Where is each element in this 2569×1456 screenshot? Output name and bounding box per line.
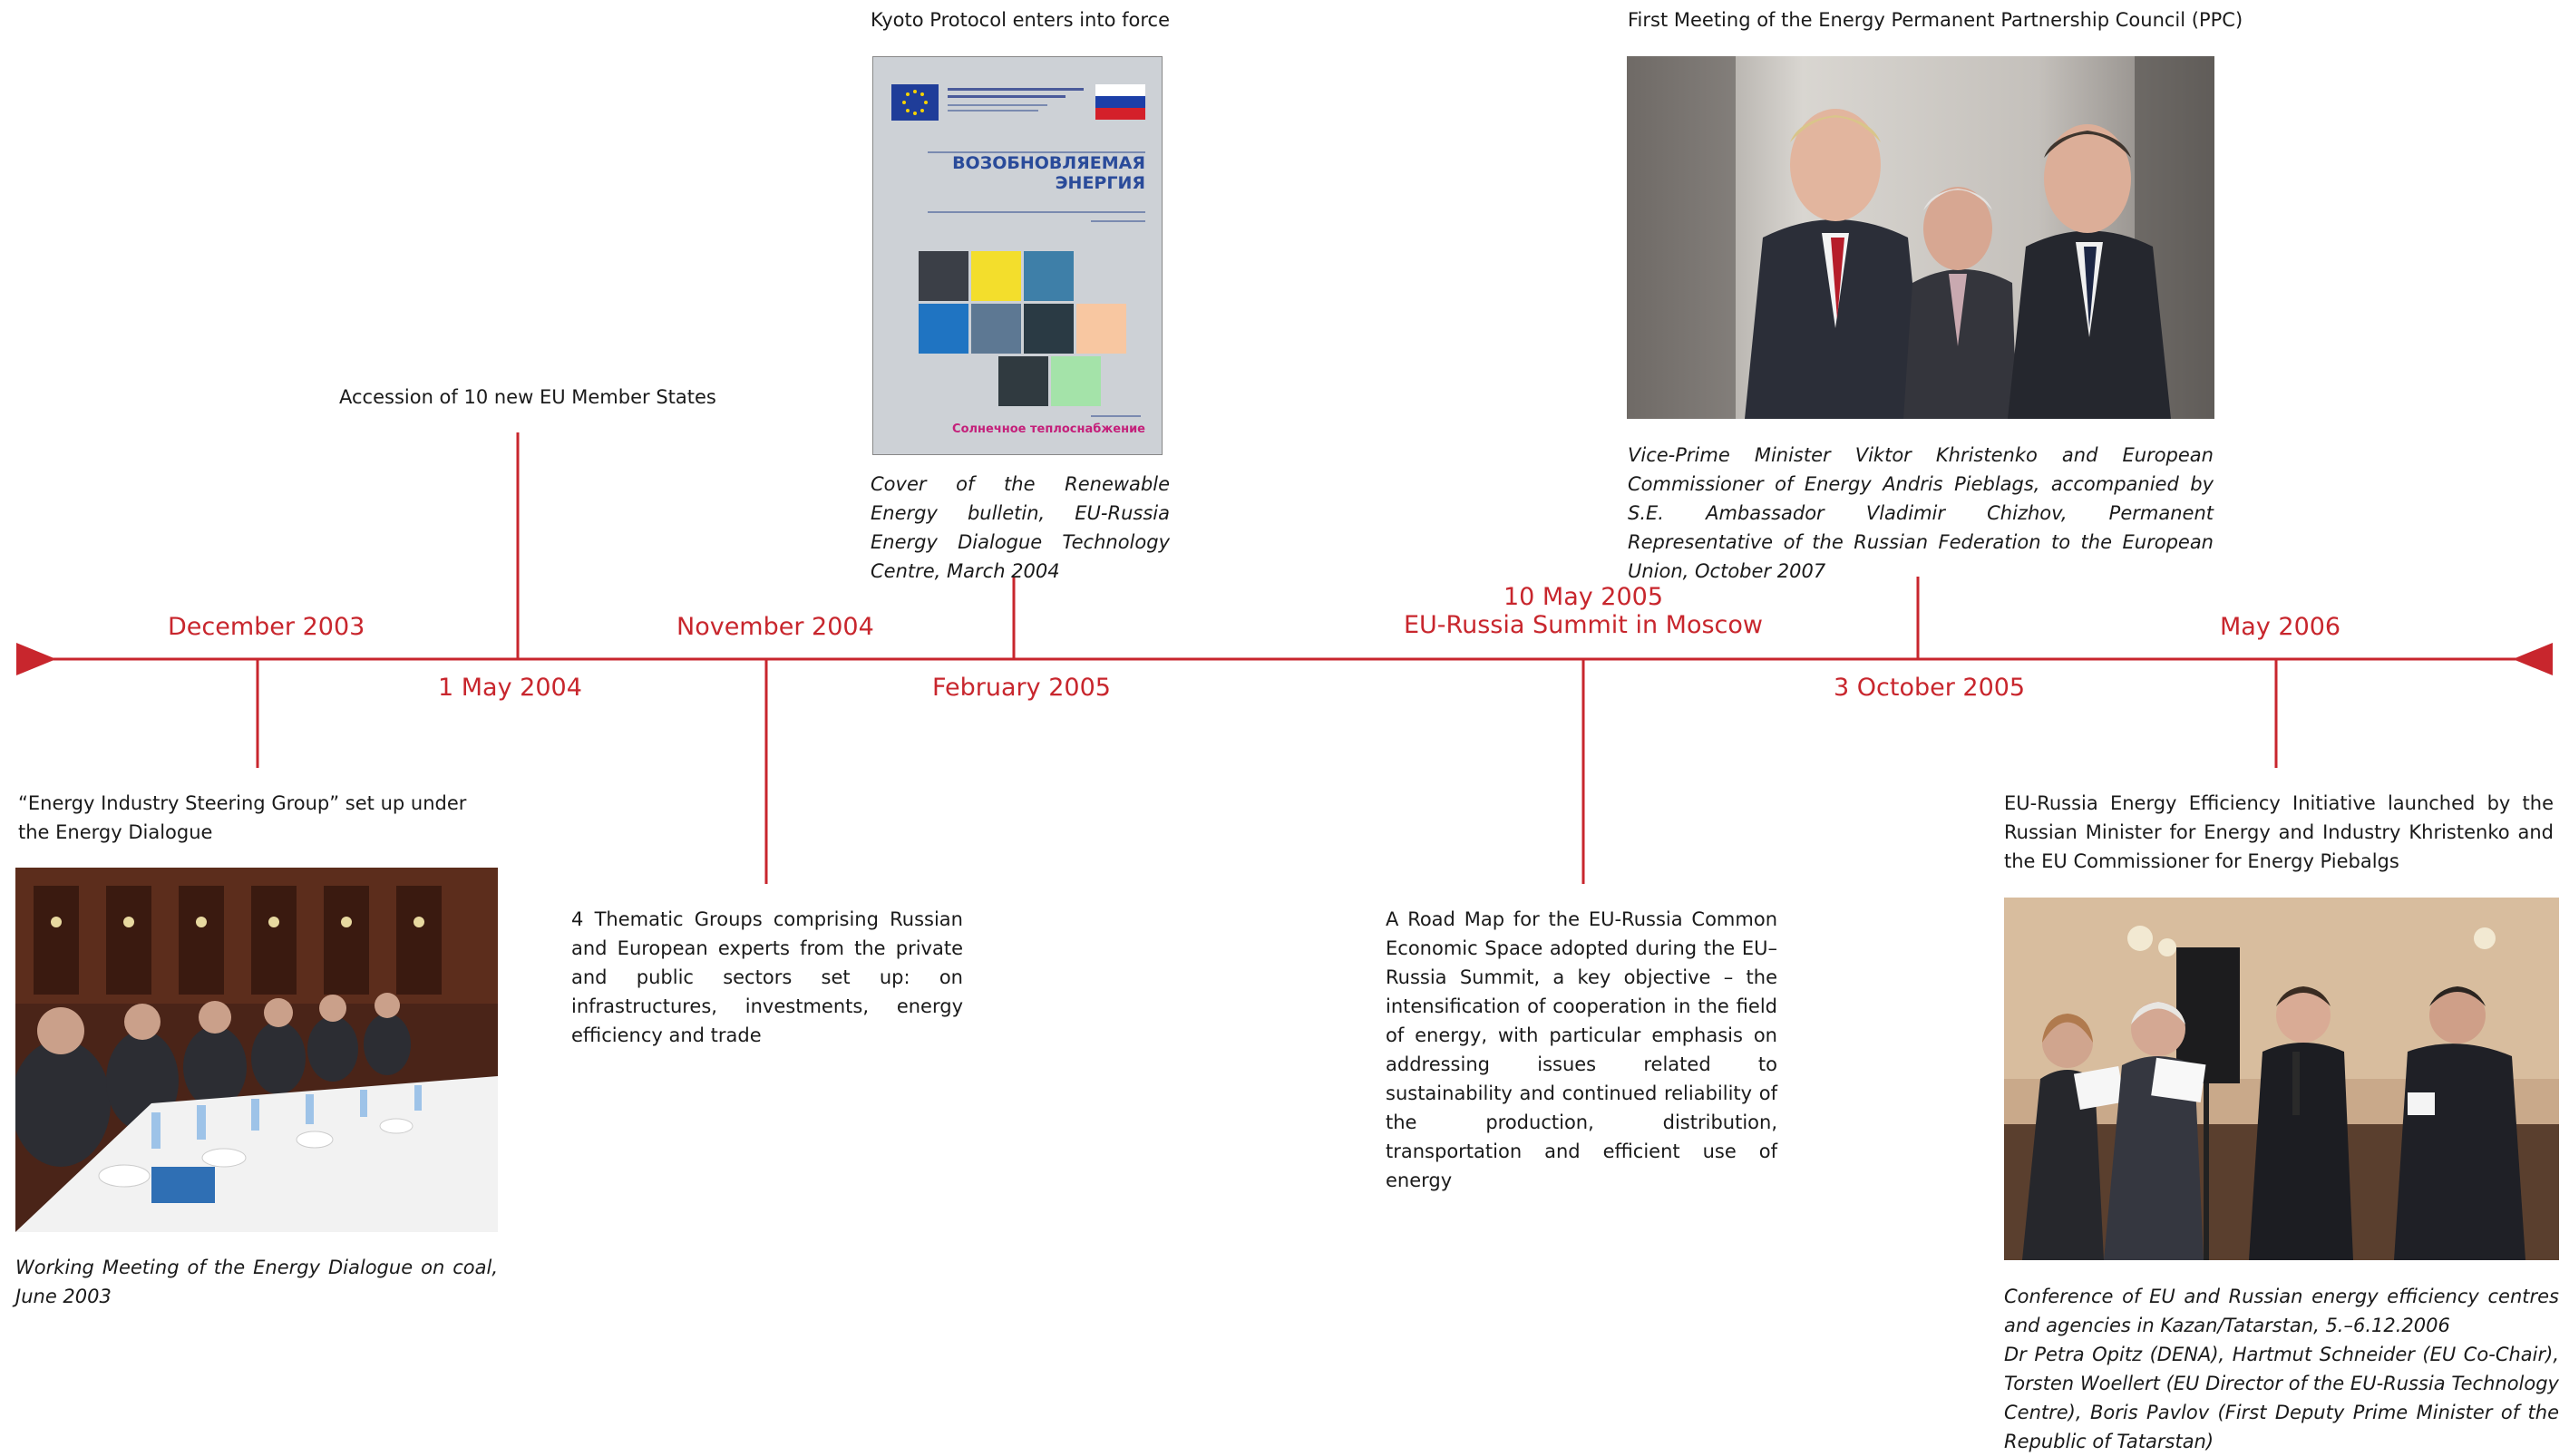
caption-conference-line2: Dr Petra Opitz (DENA), Hartmut Schneider… bbox=[2004, 1344, 2559, 1452]
bulletin-cover-title-line1: ВОЗОБНОВЛЯЕМАЯ bbox=[952, 153, 1145, 173]
bulletin-cover-title-line2: ЭНЕРГИЯ bbox=[1055, 173, 1145, 193]
event-kyoto: Kyoto Protocol enters into force bbox=[871, 9, 1170, 31]
event-steering-group: “Energy Industry Steering Group” set up … bbox=[18, 792, 467, 843]
bulletin-cover-footer: Солнечное теплоснабжение bbox=[952, 422, 1145, 436]
bulletin-cover-image: ВОЗОБНОВЛЯЕМАЯ ЭНЕРГИЯ Солнечное теплосн… bbox=[872, 56, 1163, 455]
date-may-2006: May 2006 bbox=[2220, 613, 2341, 641]
event-thematic-groups: 4 Thematic Groups comprising Russian and… bbox=[571, 908, 963, 1046]
conference-photo bbox=[2004, 898, 2559, 1260]
date-december-2003: December 2003 bbox=[168, 613, 365, 641]
date-november-2004: November 2004 bbox=[676, 613, 874, 641]
caption-conference-line1: Conference of EU and Russian energy effi… bbox=[2004, 1286, 2559, 1336]
date-february-2005: February 2005 bbox=[932, 674, 1111, 702]
event-road-map: A Road Map for the EU-Russia Common Econ… bbox=[1386, 908, 1777, 1191]
timeline-arrow-right bbox=[2513, 643, 2553, 675]
date-10-may-2005-line2: EU-Russia Summit in Moscow bbox=[1403, 611, 1764, 639]
caption-ppc-photo: Vice-Prime Minister Viktor Khristenko an… bbox=[1628, 444, 2214, 582]
bulletin-cover-title: ВОЗОБНОВЛЯЕМАЯ ЭНЕРГИЯ bbox=[928, 153, 1145, 193]
caption-bulletin: Cover of the Renewable Energy bulletin, … bbox=[871, 473, 1170, 582]
date-1-may-2004: 1 May 2004 bbox=[438, 674, 582, 702]
timeline-arrow-left bbox=[16, 643, 56, 675]
caption-conference-photo: Conference of EU and Russian energy effi… bbox=[2004, 1282, 2559, 1456]
ppc-meeting-photo bbox=[1627, 56, 2214, 419]
date-10-may-2005-line1: 10 May 2005 bbox=[1503, 583, 1664, 611]
event-accession: Accession of 10 new EU Member States bbox=[339, 386, 716, 408]
working-meeting-photo bbox=[15, 868, 498, 1232]
date-10-may-2005: 10 May 2005 EU-Russia Summit in Moscow bbox=[1402, 583, 1765, 639]
event-efficiency-initiative: EU-Russia Energy Efficiency Initiative l… bbox=[2004, 792, 2554, 872]
event-ppc: First Meeting of the Energy Permanent Pa… bbox=[1628, 9, 2243, 31]
date-3-october-2005: 3 October 2005 bbox=[1834, 674, 2026, 702]
caption-meeting-photo: Working Meeting of the Energy Dialogue o… bbox=[15, 1257, 498, 1307]
